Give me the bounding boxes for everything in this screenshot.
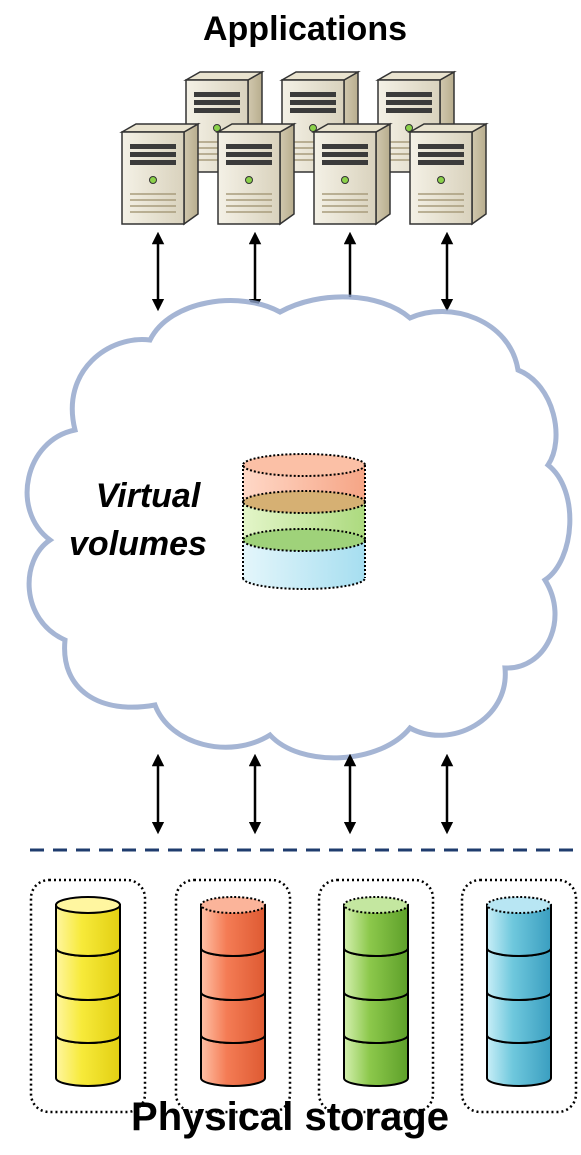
servers-group xyxy=(119,70,489,226)
storage-cylinder-icon xyxy=(55,896,121,957)
virtual-label-line1: Virtual xyxy=(96,477,202,515)
virtual-label-line2: volumes xyxy=(69,525,207,563)
storage-pool xyxy=(317,878,435,1114)
physical-storage-group xyxy=(29,878,578,1114)
server-icon xyxy=(119,122,201,226)
storage-pool xyxy=(29,878,147,1114)
bottom-arrows xyxy=(151,753,454,835)
server-icon xyxy=(407,122,489,226)
storage-cylinder-icon xyxy=(486,896,552,957)
top-arrows xyxy=(151,231,454,312)
storage-pool xyxy=(174,878,292,1114)
server-icon xyxy=(311,122,393,226)
virtual-volume-icon xyxy=(242,453,366,590)
storage-pool xyxy=(460,878,578,1114)
storage-cylinder-icon xyxy=(200,896,266,957)
applications-title: Applications xyxy=(203,10,407,48)
physical-storage-title: Physical storage xyxy=(131,1095,449,1139)
server-icon xyxy=(215,122,297,226)
storage-cylinder-icon xyxy=(343,896,409,957)
